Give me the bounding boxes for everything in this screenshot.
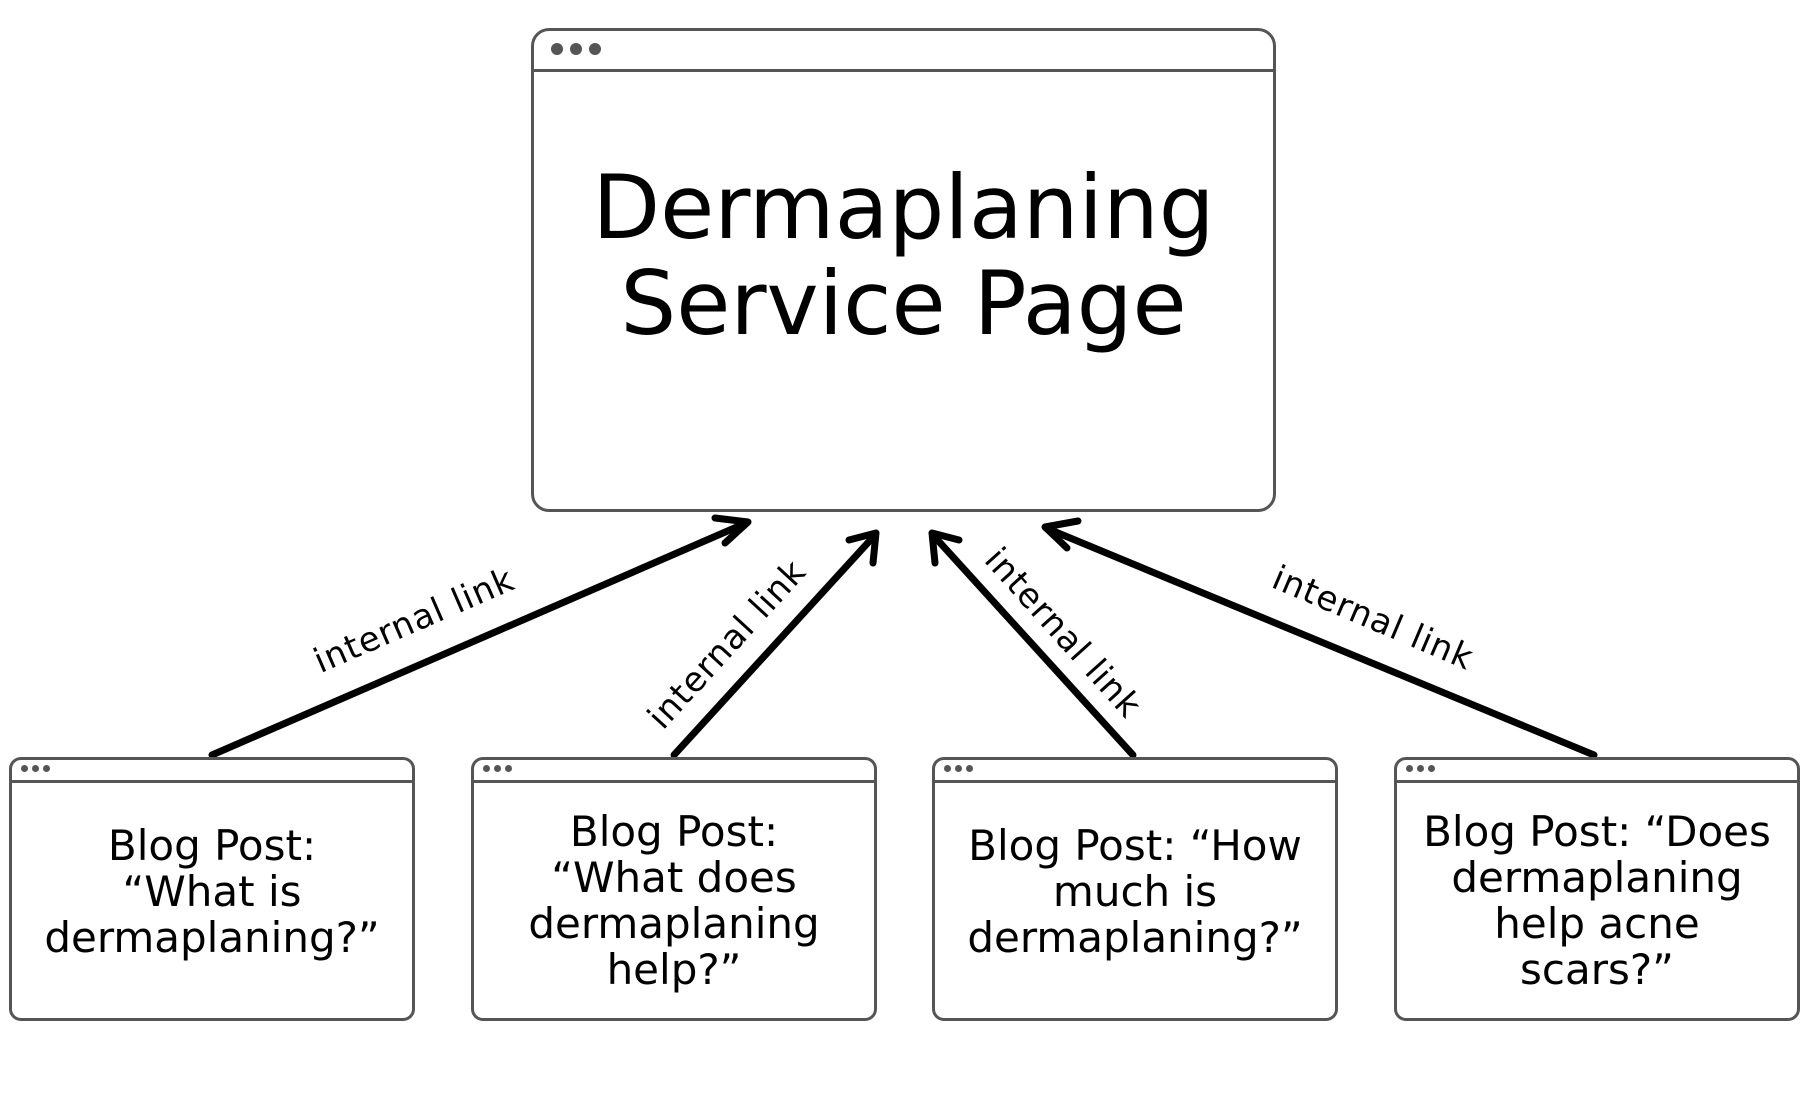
- window-controls: [944, 765, 973, 772]
- window-titlebar: [12, 760, 412, 783]
- window-controls: [21, 765, 50, 772]
- service-page-title-line-2: Service Page: [620, 251, 1187, 355]
- window-dot-icon: [1428, 765, 1435, 772]
- window-dot-icon: [505, 765, 512, 772]
- service-page-title-line-1: Dermaplaning: [592, 155, 1215, 259]
- window-dot-icon: [589, 43, 601, 55]
- service-page-window: Dermaplaning Service Page: [531, 28, 1276, 512]
- link-arrow-2: [670, 531, 879, 759]
- window-controls: [1406, 765, 1435, 772]
- window-dot-icon: [32, 765, 39, 772]
- blog-post-title-line: “What does: [551, 852, 797, 902]
- window-dot-icon: [551, 43, 563, 55]
- blog-post-title-line: Blog Post: “Does: [1423, 806, 1771, 856]
- window-dot-icon: [21, 765, 28, 772]
- blog-post-title: Blog Post: “What does dermaplaning help?…: [474, 783, 874, 1018]
- blog-post-title-line: “What is: [122, 866, 302, 916]
- link-arrowhead-3: [928, 529, 963, 567]
- window-controls: [551, 43, 601, 55]
- blog-post-window-2: Blog Post: “What does dermaplaning help?…: [471, 757, 877, 1021]
- blog-post-window-4: Blog Post: “Does dermaplaning help acne …: [1394, 757, 1800, 1021]
- link-arrowhead-1: [711, 514, 752, 547]
- blog-post-title: Blog Post: “How much is dermaplaning?”: [935, 783, 1335, 1018]
- window-dot-icon: [483, 765, 490, 772]
- blog-post-title-line: Blog Post: “How: [968, 820, 1302, 870]
- window-dot-icon: [1417, 765, 1424, 772]
- blog-post-title: Blog Post: “What is dermaplaning?”: [12, 783, 412, 1018]
- blog-post-title-line: dermaplaning?”: [44, 912, 380, 962]
- blog-post-title-line: dermaplaning?”: [967, 912, 1303, 962]
- window-dot-icon: [966, 765, 973, 772]
- window-dot-icon: [1406, 765, 1413, 772]
- window-dot-icon: [944, 765, 951, 772]
- blog-post-window-3: Blog Post: “How much is dermaplaning?”: [932, 757, 1338, 1021]
- link-arrowhead-4: [1041, 517, 1082, 552]
- window-dot-icon: [43, 765, 50, 772]
- blog-post-title-line: dermaplaning: [528, 898, 820, 948]
- window-controls: [483, 765, 512, 772]
- blog-post-title-line: help?”: [606, 944, 742, 994]
- blog-post-title-line: Blog Post:: [569, 806, 779, 856]
- blog-post-title-line: scars?”: [1520, 944, 1674, 994]
- link-arrow-1: [208, 519, 750, 759]
- link-arrowhead-2: [845, 529, 880, 567]
- service-page-title: Dermaplaning Service Page: [534, 72, 1273, 509]
- link-arrow-4: [1042, 524, 1598, 759]
- blog-post-title: Blog Post: “Does dermaplaning help acne …: [1397, 783, 1797, 1018]
- blog-post-title-line: Blog Post:: [107, 820, 317, 870]
- window-dot-icon: [494, 765, 501, 772]
- window-titlebar: [935, 760, 1335, 783]
- blog-post-title-line: help acne: [1494, 898, 1700, 948]
- window-titlebar: [474, 760, 874, 783]
- window-dot-icon: [955, 765, 962, 772]
- blog-post-title-line: much is: [1052, 866, 1218, 916]
- link-arrow-3: [929, 531, 1137, 759]
- blog-post-window-1: Blog Post: “What is dermaplaning?”: [9, 757, 415, 1021]
- window-titlebar: [534, 31, 1273, 72]
- window-titlebar: [1397, 760, 1797, 783]
- blog-post-title-line: dermaplaning: [1451, 852, 1743, 902]
- window-dot-icon: [570, 43, 582, 55]
